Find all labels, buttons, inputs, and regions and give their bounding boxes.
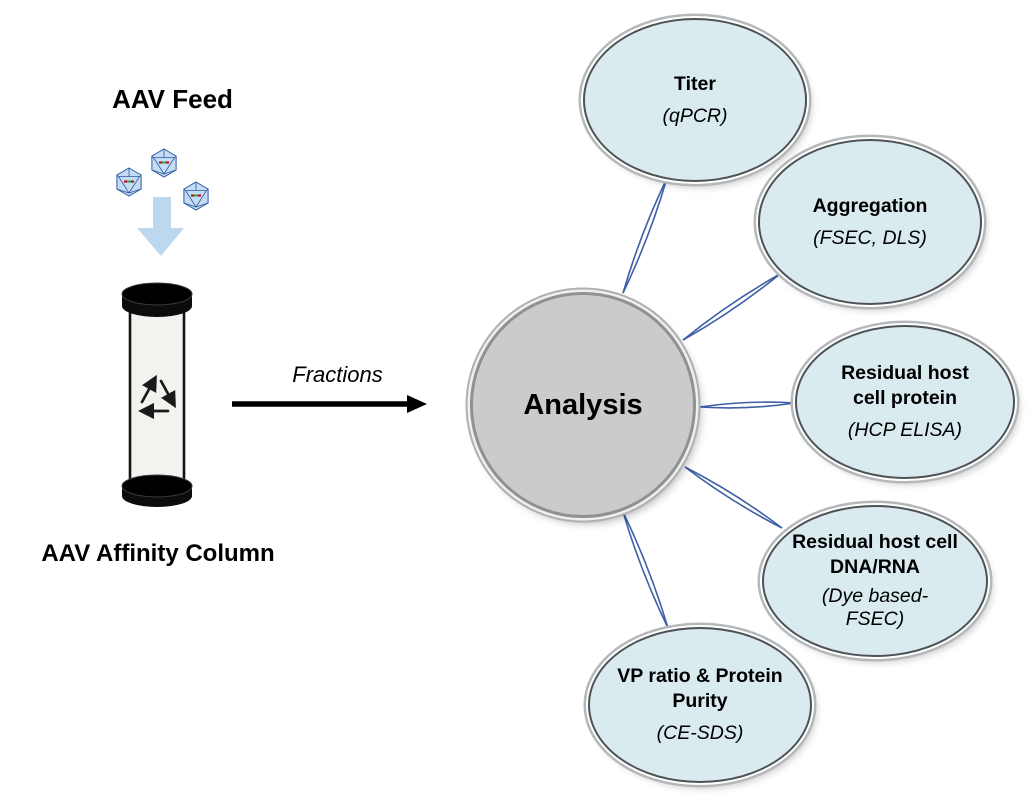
node-method: (FSEC, DLS) bbox=[813, 226, 927, 249]
affinity-column-graphic bbox=[121, 282, 193, 507]
node-method: (HCP ELISA) bbox=[847, 419, 963, 442]
feed-title: AAV Feed bbox=[112, 84, 233, 114]
node-title: VP ratio & Protein Purity bbox=[617, 665, 783, 713]
node-method: (CE-SDS) bbox=[656, 722, 744, 745]
fractions-label: Fractions bbox=[292, 362, 383, 387]
recycle-icon bbox=[137, 374, 176, 420]
down-arrow-icon bbox=[137, 197, 184, 256]
analysis-hub: Analysis bbox=[470, 292, 696, 518]
node-title: Aggregation bbox=[812, 194, 928, 217]
right-arrow-icon bbox=[232, 395, 427, 413]
column-caption: AAV Affinity Column bbox=[41, 540, 275, 567]
node-title: Residual host cell DNA/RNA bbox=[792, 530, 958, 578]
node-title: Residual host cell protein bbox=[841, 362, 969, 410]
node-residual-host-cell-dna-rna: Residual host cell DNA/RNA (Dye based-FS… bbox=[762, 505, 988, 657]
node-aggregation: Aggregation (FSEC, DLS) bbox=[758, 139, 982, 305]
node-residual-host-cell-protein: Residual host cell protein (HCP ELISA) bbox=[795, 325, 1015, 479]
node-method: (qPCR) bbox=[662, 104, 728, 127]
node-method: (Dye based-FSEC) bbox=[821, 584, 929, 631]
node-titer: Titer (qPCR) bbox=[583, 18, 807, 182]
analysis-hub-label: Analysis bbox=[523, 388, 643, 421]
node-vp-ratio-protein-purity: VP ratio & Protein Purity (CE-SDS) bbox=[588, 627, 812, 783]
node-title: Titer bbox=[674, 72, 716, 95]
